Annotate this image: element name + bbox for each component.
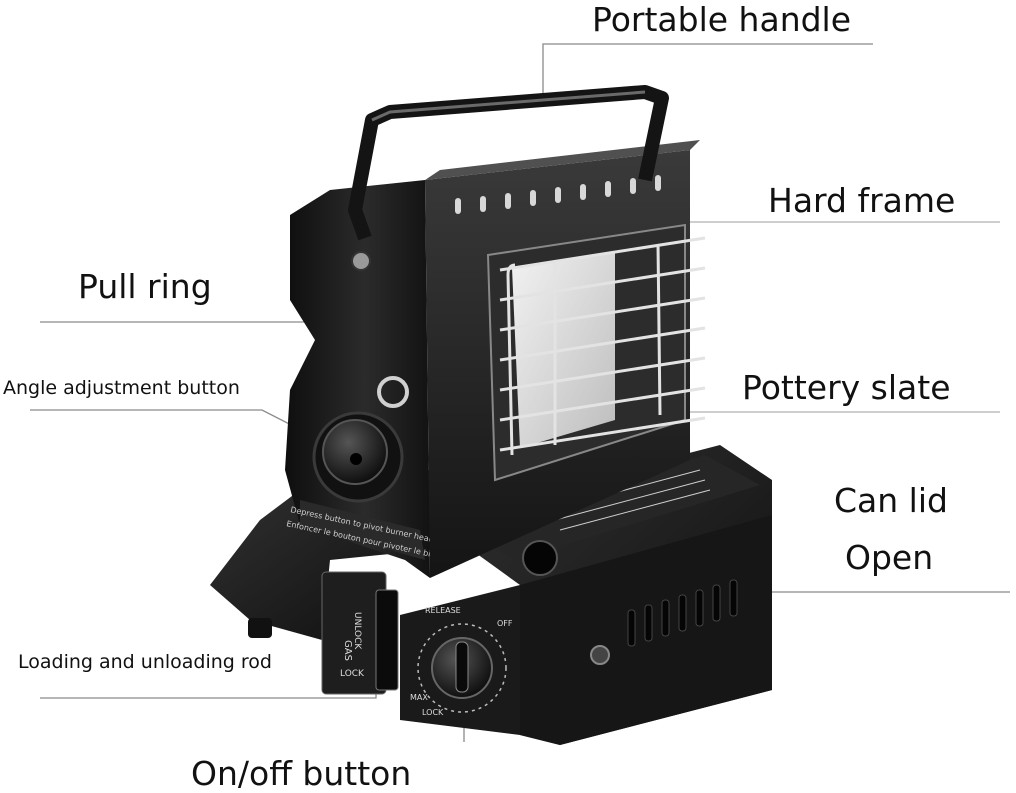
label-hard-frame: Hard frame [768, 181, 956, 220]
loading-unloading-rod [375, 589, 399, 691]
hard-frame-vents [455, 175, 661, 214]
label-portable-handle: Portable handle [592, 0, 852, 39]
heater-head: Depress button to pivot burner head. Enf… [285, 85, 706, 578]
label-pull-ring: Pull ring [78, 267, 212, 306]
label-can-lid: Can lid [834, 481, 948, 520]
marking-knob-lock: LOCK [422, 708, 444, 717]
marking-lock: LOCK [340, 669, 365, 679]
can-lid-screw [590, 645, 610, 665]
protective-grill [499, 236, 706, 456]
leader-portable-handle [542, 43, 873, 95]
marking-off: OFF [497, 619, 513, 628]
marking-max: MAX [410, 693, 428, 702]
pull-ring [377, 376, 409, 408]
base-housing: UNLOCK GAS LOCK RELEASE OFF MAX LOCK [210, 445, 772, 745]
marking-release: RELEASE [425, 606, 461, 615]
handle-pivot-screw [351, 251, 371, 271]
cartridge-hole [522, 540, 558, 576]
marking-gas: GAS [342, 640, 353, 661]
angle-adjustment-button [322, 419, 388, 485]
base-vents [627, 579, 738, 647]
marking-unlock: UNLOCK [352, 612, 362, 650]
label-angle-adjustment-button: Angle adjustment button [3, 377, 240, 399]
label-on-off-button: On/off button [191, 754, 412, 793]
label-open: Open [845, 538, 934, 577]
label-loading-unloading-rod: Loading and unloading rod [18, 651, 272, 673]
label-pottery-slate: Pottery slate [742, 368, 951, 407]
